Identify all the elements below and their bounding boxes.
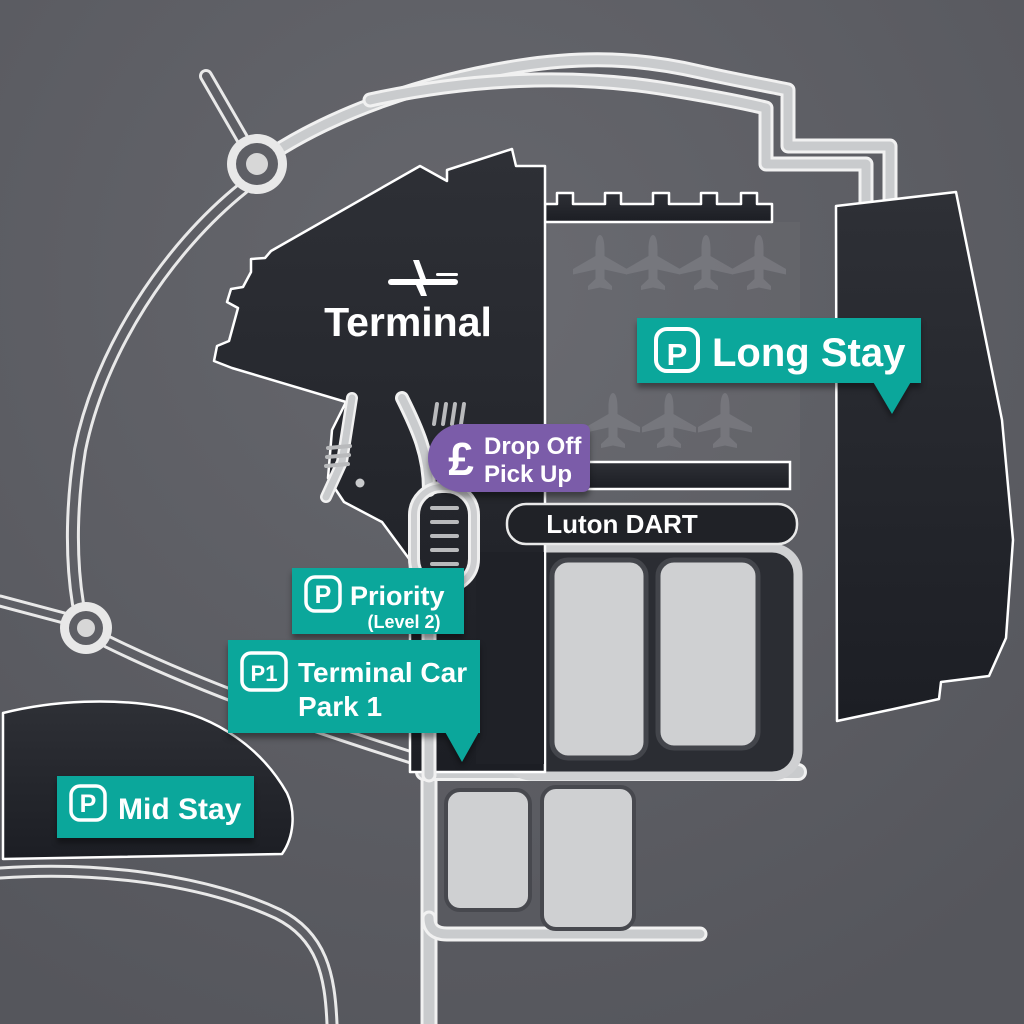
roundabout-south [60,602,112,654]
svg-text:P: P [667,337,688,372]
station-blocks [444,552,761,931]
terminal-label: Terminal [324,299,492,345]
priority-label: Priority [350,581,445,611]
luton-dart-label: Luton DART [546,509,698,539]
luton-dart-bar: Luton DART [505,502,799,546]
svg-text:P1: P1 [251,661,278,686]
roundabout-north [227,134,287,194]
priority-marker: P Priority (Level 2) [292,568,464,634]
pick-up-label: Pick Up [484,461,572,488]
svg-text:P: P [315,581,332,609]
south-block [540,785,636,931]
mid-stay-marker: P Mid Stay [57,776,254,838]
terminal-pier [543,191,774,224]
parking-icon [69,784,107,822]
parking-icon [304,575,342,613]
terminal-car-park-1-building [476,552,544,764]
pound-icon: £ [448,433,474,485]
station-block [655,557,761,751]
priority-sublabel: (Level 2) [367,612,440,632]
terminal-label-group: Terminal [324,260,492,345]
drop-off-marker: £ Drop Off Pick Up [428,424,590,492]
parking-icon [240,651,288,692]
svg-text:P: P [80,790,97,818]
mid-stay-label: Mid Stay [118,793,242,826]
drop-off-label: Drop Off [484,433,582,460]
south-block [444,788,532,912]
station-block [549,557,649,761]
terminal-car-park-1-marker: P1 Terminal Car Park 1 [228,640,480,762]
airplane-side-icon [388,260,458,296]
long-stay-marker: P Long Stay [637,318,921,414]
parking-icon [654,327,700,373]
forecourt-dot [355,478,365,488]
marker-pointer [872,380,912,414]
marker-pointer [444,730,480,762]
terminal-car-park-1-label-line2: Park 1 [298,691,382,722]
long-stay-label: Long Stay [712,331,906,375]
terminal-car-park-1-label-line1: Terminal Car [298,657,467,688]
